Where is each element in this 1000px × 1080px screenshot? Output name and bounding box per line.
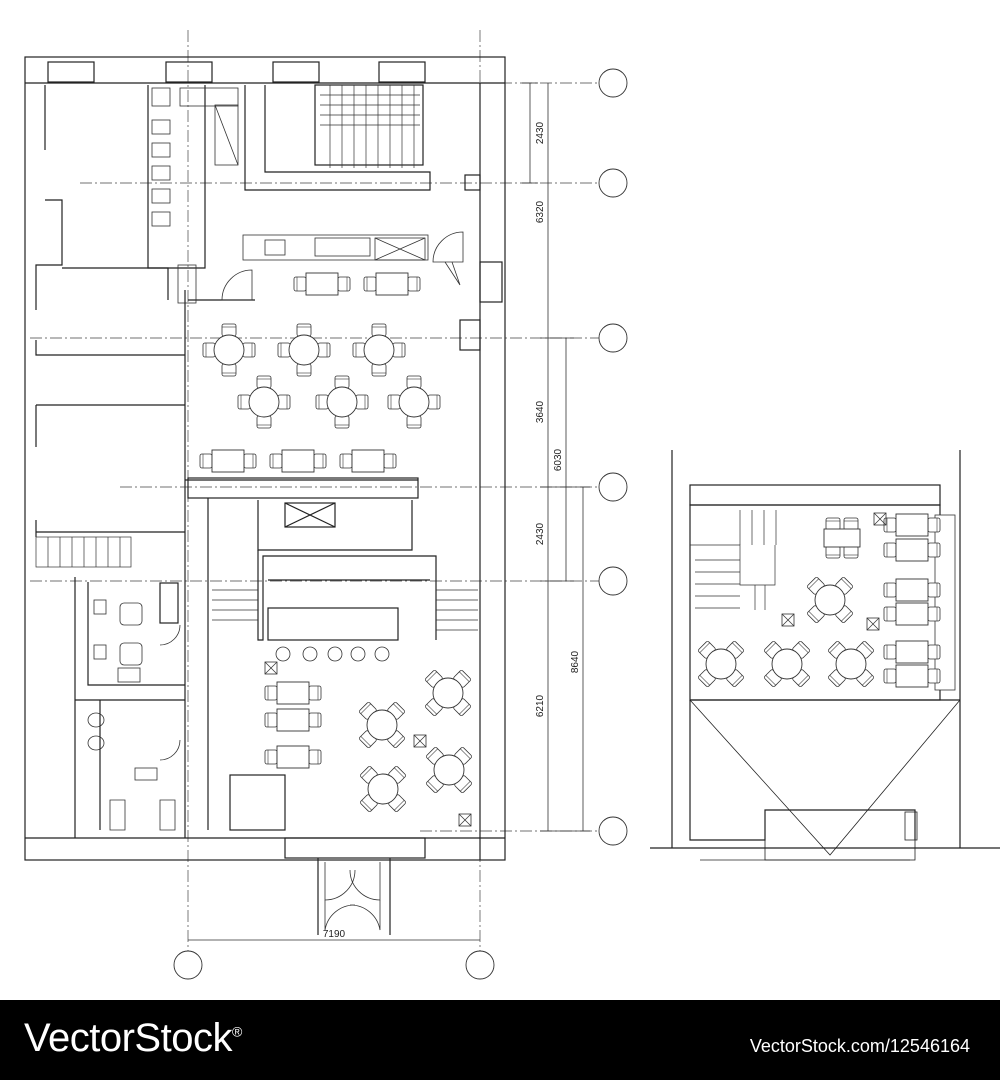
dim-label: 6210: [535, 694, 546, 717]
brand-logo: VectorStock®: [24, 1016, 242, 1061]
dim-label: 6030: [553, 448, 564, 471]
kitchen-sinks: [151, 87, 239, 304]
dimension-labels: 2430 6320 3640 6030 2430 8640 6210 7190: [323, 121, 581, 940]
staircase-left: [35, 536, 132, 568]
axis-markers: [173, 68, 628, 980]
staircase-top: [320, 85, 420, 168]
second-floor-walls: [650, 450, 1000, 861]
bar-stools: [275, 646, 390, 662]
entrance-doors: [324, 862, 381, 931]
main-plan-walls: [24, 56, 506, 935]
dim-label: 3640: [535, 400, 546, 423]
axis-marker: [598, 816, 628, 846]
axis-marker: [598, 472, 628, 502]
axis-marker: [465, 950, 495, 980]
dining-lower-furniture: [265, 656, 486, 827]
dining-upper-furniture: [200, 273, 440, 472]
second-floor-furniture: [684, 512, 956, 701]
staircase-bar: [212, 589, 478, 631]
dim-label: 7190: [323, 929, 346, 940]
dim-label: 6320: [535, 200, 546, 223]
axis-marker: [173, 950, 203, 980]
brand-name: VectorStock: [24, 1016, 232, 1060]
sofa: [934, 514, 956, 691]
axis-marker: [598, 168, 628, 198]
axis-grid: [30, 30, 600, 955]
dimension-lines: [188, 82, 590, 941]
service-counter: [221, 231, 464, 301]
image-credit: VectorStock.com/12546164: [749, 1036, 970, 1056]
watermark-footer: VectorStock® VectorStock.com/12546164: [0, 1000, 1000, 1080]
dim-label: 8640: [570, 650, 581, 673]
floor-plan-drawing: 2430 6320 3640 6030 2430 8640 6210 7190: [24, 30, 1000, 980]
second-floor-stairs: [690, 510, 777, 610]
axis-marker: [598, 68, 628, 98]
axis-marker: [598, 566, 628, 596]
office-and-restroom: [87, 599, 181, 831]
registered-mark: ®: [231, 1023, 242, 1040]
axis-marker: [598, 323, 628, 353]
dim-label: 2430: [535, 121, 546, 144]
dim-label: 2430: [535, 522, 546, 545]
